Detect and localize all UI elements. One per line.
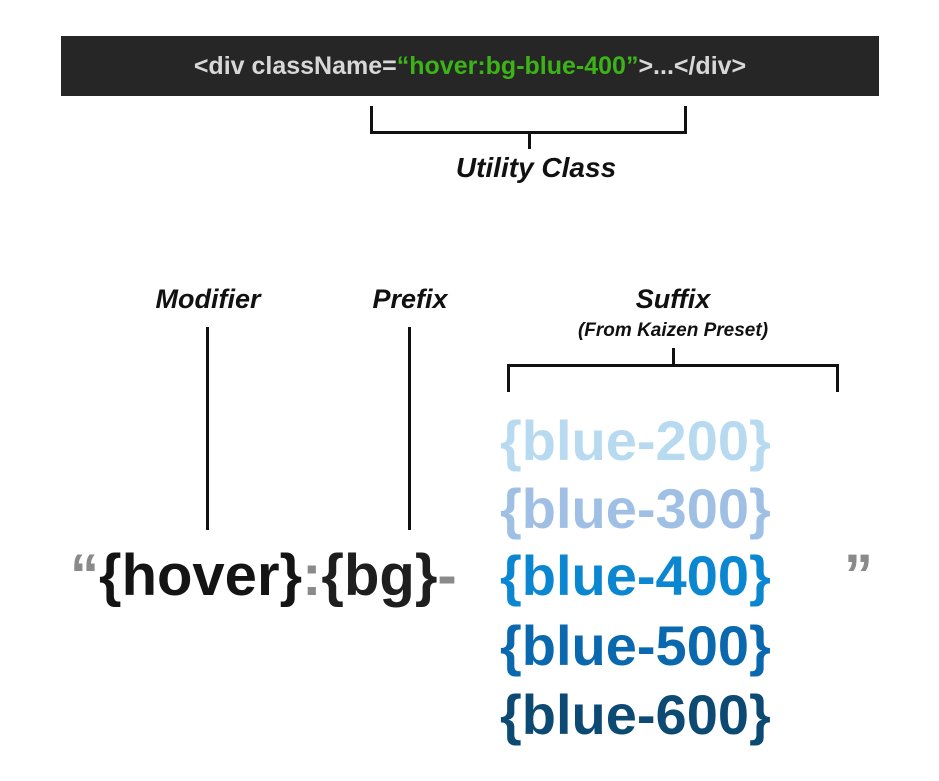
close-quote: ” (844, 543, 873, 608)
utility-bracket-left (370, 106, 373, 133)
suffix-bracket-stem (672, 348, 675, 366)
modifier-label: Modifier (155, 284, 261, 314)
utility-class-label: Utility Class (455, 152, 617, 183)
colon-token: : (302, 543, 322, 608)
prefix-label: Prefix (372, 284, 448, 314)
dash-token: - (437, 543, 457, 608)
code-before: <div className= (193, 51, 397, 80)
code-class-value: “hover:bg-blue-400” (396, 51, 639, 80)
suffix-blue-400: {blue-400} (500, 544, 771, 607)
code-after: >...</div> (638, 51, 747, 80)
utility-bracket-stem (528, 131, 531, 149)
suffix-blue-600: {blue-600} (500, 683, 771, 746)
suffix-blue-200: {blue-200} (500, 409, 771, 472)
suffix-bracket-left (507, 364, 510, 392)
open-quote: “ (70, 543, 99, 608)
suffix-blue-500: {blue-500} (500, 614, 771, 677)
suffix-blue-300: {blue-300} (500, 477, 771, 540)
code-snippet-bar: <div className=“hover:bg-blue-400”>...</… (61, 36, 879, 96)
suffix-bracket-bar (507, 364, 839, 367)
prefix-token: {bg} (321, 543, 438, 608)
modifier-line (206, 327, 209, 530)
prefix-line (408, 327, 411, 530)
modifier-token: {hover} (99, 543, 303, 608)
suffix-note: (From Kaizen Preset) (577, 320, 769, 341)
suffix-label: Suffix (635, 284, 711, 314)
expression: “{hover}:{bg}- (70, 544, 457, 608)
suffix-bracket-right (836, 364, 839, 392)
utility-bracket-right (684, 106, 687, 133)
